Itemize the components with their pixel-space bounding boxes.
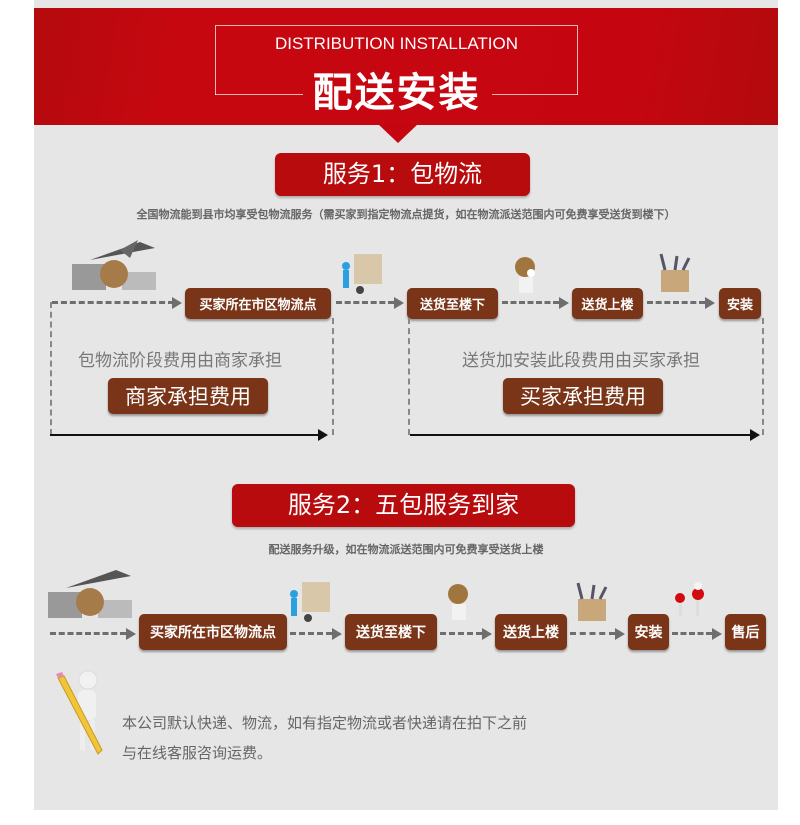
arrow-icon [172,297,182,309]
pencil-figure-icon [56,670,103,755]
service2-step-pickup-point: 买家所在市区物流点 [139,614,287,650]
banner-pointer [378,124,418,143]
title-english: DISTRIBUTION INSTALLATION [274,34,519,53]
flow-dashed-line [672,632,712,635]
flow-dashed-line [336,301,394,304]
service2-step-upstairs: 送货上楼 [495,614,567,650]
frame-line [215,94,303,95]
bracket-line [332,318,334,435]
title-chinese: 配送安装 [312,70,481,116]
heart-figures-icon [675,582,704,616]
service1-step-upstairs: 送货上楼 [572,288,643,319]
header-banner [34,8,778,125]
carrying-boxes-icon [448,584,468,620]
service2-title: 服务2：五包服务到家 [232,484,575,527]
bracket-line [762,318,764,435]
bracket-line [50,302,52,435]
title-frame [215,25,578,95]
buyer-cost-note: 送货加安装此段费用由买家承担 [462,351,700,371]
bracket-line [408,318,410,435]
flow-dashed-line [52,301,174,304]
arrow-icon [332,628,342,640]
arrow-icon [750,429,760,441]
merchant-cost-badge: 商家承担费用 [108,378,268,414]
service2-step-after-sales: 售后 [725,614,766,650]
logistics-plane-truck-icon [72,240,156,290]
delivery-truck-worker-icon [290,582,330,622]
notice-line-2: 与在线客服咨询运费。 [122,744,273,762]
arrow-icon [394,297,404,309]
arrow-icon [559,297,569,309]
flow-dashed-line [440,632,482,635]
merchant-cost-note: 包物流阶段费用由商家承担 [78,351,282,371]
service1-step-install: 安装 [719,288,761,319]
service1-step-downstairs: 送货至楼下 [407,288,498,319]
carrying-boxes-icon [515,257,535,293]
toolbox-icon [576,582,608,621]
arrow-icon [318,429,328,441]
toolbox-icon [659,253,691,292]
arrow-icon [712,628,722,640]
buyer-range-line [410,434,752,436]
service1-title: 服务1：包物流 [275,153,530,196]
flow-dashed-line [50,632,126,635]
service1-description: 全国物流能到县市均享受包物流服务（需买家到指定物流点提货，如在物流派送范围内可免… [136,208,676,221]
service2-step-downstairs: 送货至楼下 [345,614,437,650]
frame-line [492,94,578,95]
merchant-range-line [50,434,320,436]
notice-line-1: 本公司默认快递、物流，如有指定物流或者快递请在拍下之前 [122,714,528,732]
arrow-icon [482,628,492,640]
service1-step-pickup-point: 买家所在市区物流点 [185,288,331,319]
flow-dashed-line [647,301,705,304]
buyer-cost-badge: 买家承担费用 [503,378,663,414]
service2-description: 配送服务升级，如在物流派送范围内可免费享受送货上楼 [268,543,544,556]
flow-dashed-line [502,301,559,304]
arrow-icon [126,628,136,640]
arrow-icon [705,297,715,309]
flow-dashed-line [570,632,615,635]
service2-step-install: 安装 [628,614,669,650]
arrow-icon [615,628,625,640]
delivery-truck-worker-icon [342,254,382,294]
logistics-plane-truck-icon [48,570,132,618]
flow-dashed-line [290,632,332,635]
